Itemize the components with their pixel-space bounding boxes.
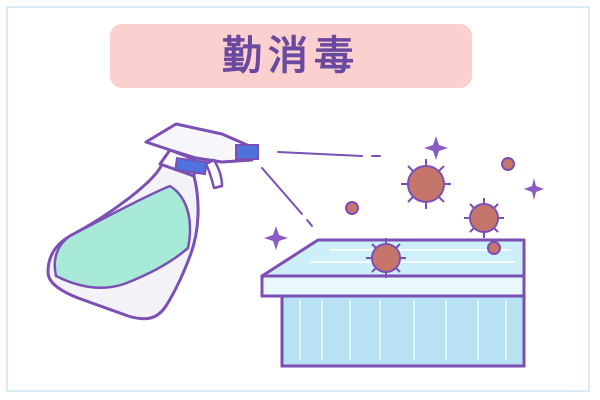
title-banner: 勤消毒 bbox=[110, 24, 472, 88]
counter-icon bbox=[260, 238, 526, 368]
virus-icon bbox=[345, 157, 515, 278]
spray-mist-icon bbox=[261, 151, 381, 227]
border-frame bbox=[6, 6, 590, 392]
page-title: 勤消毒 bbox=[222, 33, 360, 79]
sparkle-icon bbox=[264, 136, 544, 250]
spray-bottle-icon bbox=[46, 122, 259, 321]
